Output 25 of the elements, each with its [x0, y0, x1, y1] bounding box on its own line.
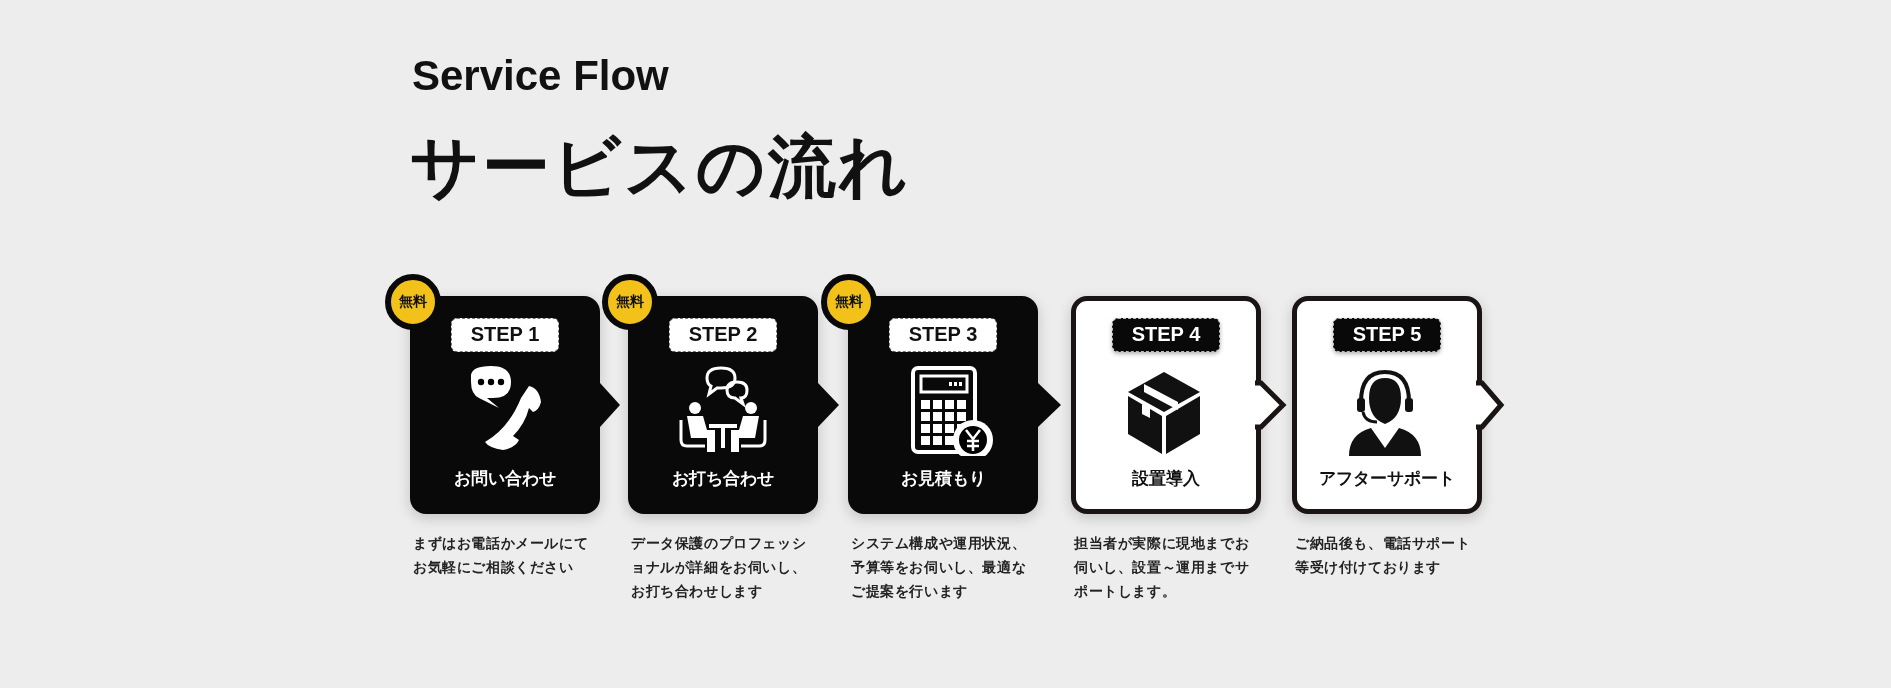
- free-badge: 無料: [602, 274, 658, 330]
- step-description: ご納品後も、電話サポート等受け付けております: [1295, 535, 1471, 577]
- step-description: まずはお電話かメールにてお気軽にご相談ください: [413, 535, 590, 577]
- pointer-arrow: [1473, 380, 1505, 430]
- step-description: 担当者が実際に現地までお伺いし、設置～運用までサポートします。: [1074, 535, 1250, 601]
- step-description: システム構成や運用状況、予算等をお伺いし、最適なご提案を行います: [851, 535, 1028, 601]
- step-name: お見積もり: [899, 468, 987, 489]
- step-name: お打ち合わせ: [671, 468, 775, 489]
- step-card: [1292, 296, 1482, 514]
- free-badge: 無料: [385, 274, 441, 330]
- step-label: STEP 1: [451, 318, 559, 352]
- step-label: STEP 5: [1333, 318, 1441, 352]
- pointer-arrow: [1252, 380, 1287, 430]
- step-card: [848, 296, 1038, 514]
- step-card: [1071, 296, 1261, 514]
- step-label: STEP 4: [1112, 318, 1220, 352]
- title: サービスの流れ: [410, 127, 910, 206]
- step-description: データ保護のプロフェッショナルが詳細をお伺いし、お打ち合わせします: [631, 535, 808, 601]
- subtitle: Service Flow: [412, 52, 669, 100]
- step-label: STEP 3: [889, 318, 997, 352]
- step-label: STEP 2: [669, 318, 777, 352]
- step-name: お問い合わせ: [453, 468, 557, 489]
- step-name: アフターサポート: [1318, 468, 1456, 489]
- free-badge: 無料: [821, 274, 877, 330]
- step-name: 設置導入: [1131, 468, 1201, 489]
